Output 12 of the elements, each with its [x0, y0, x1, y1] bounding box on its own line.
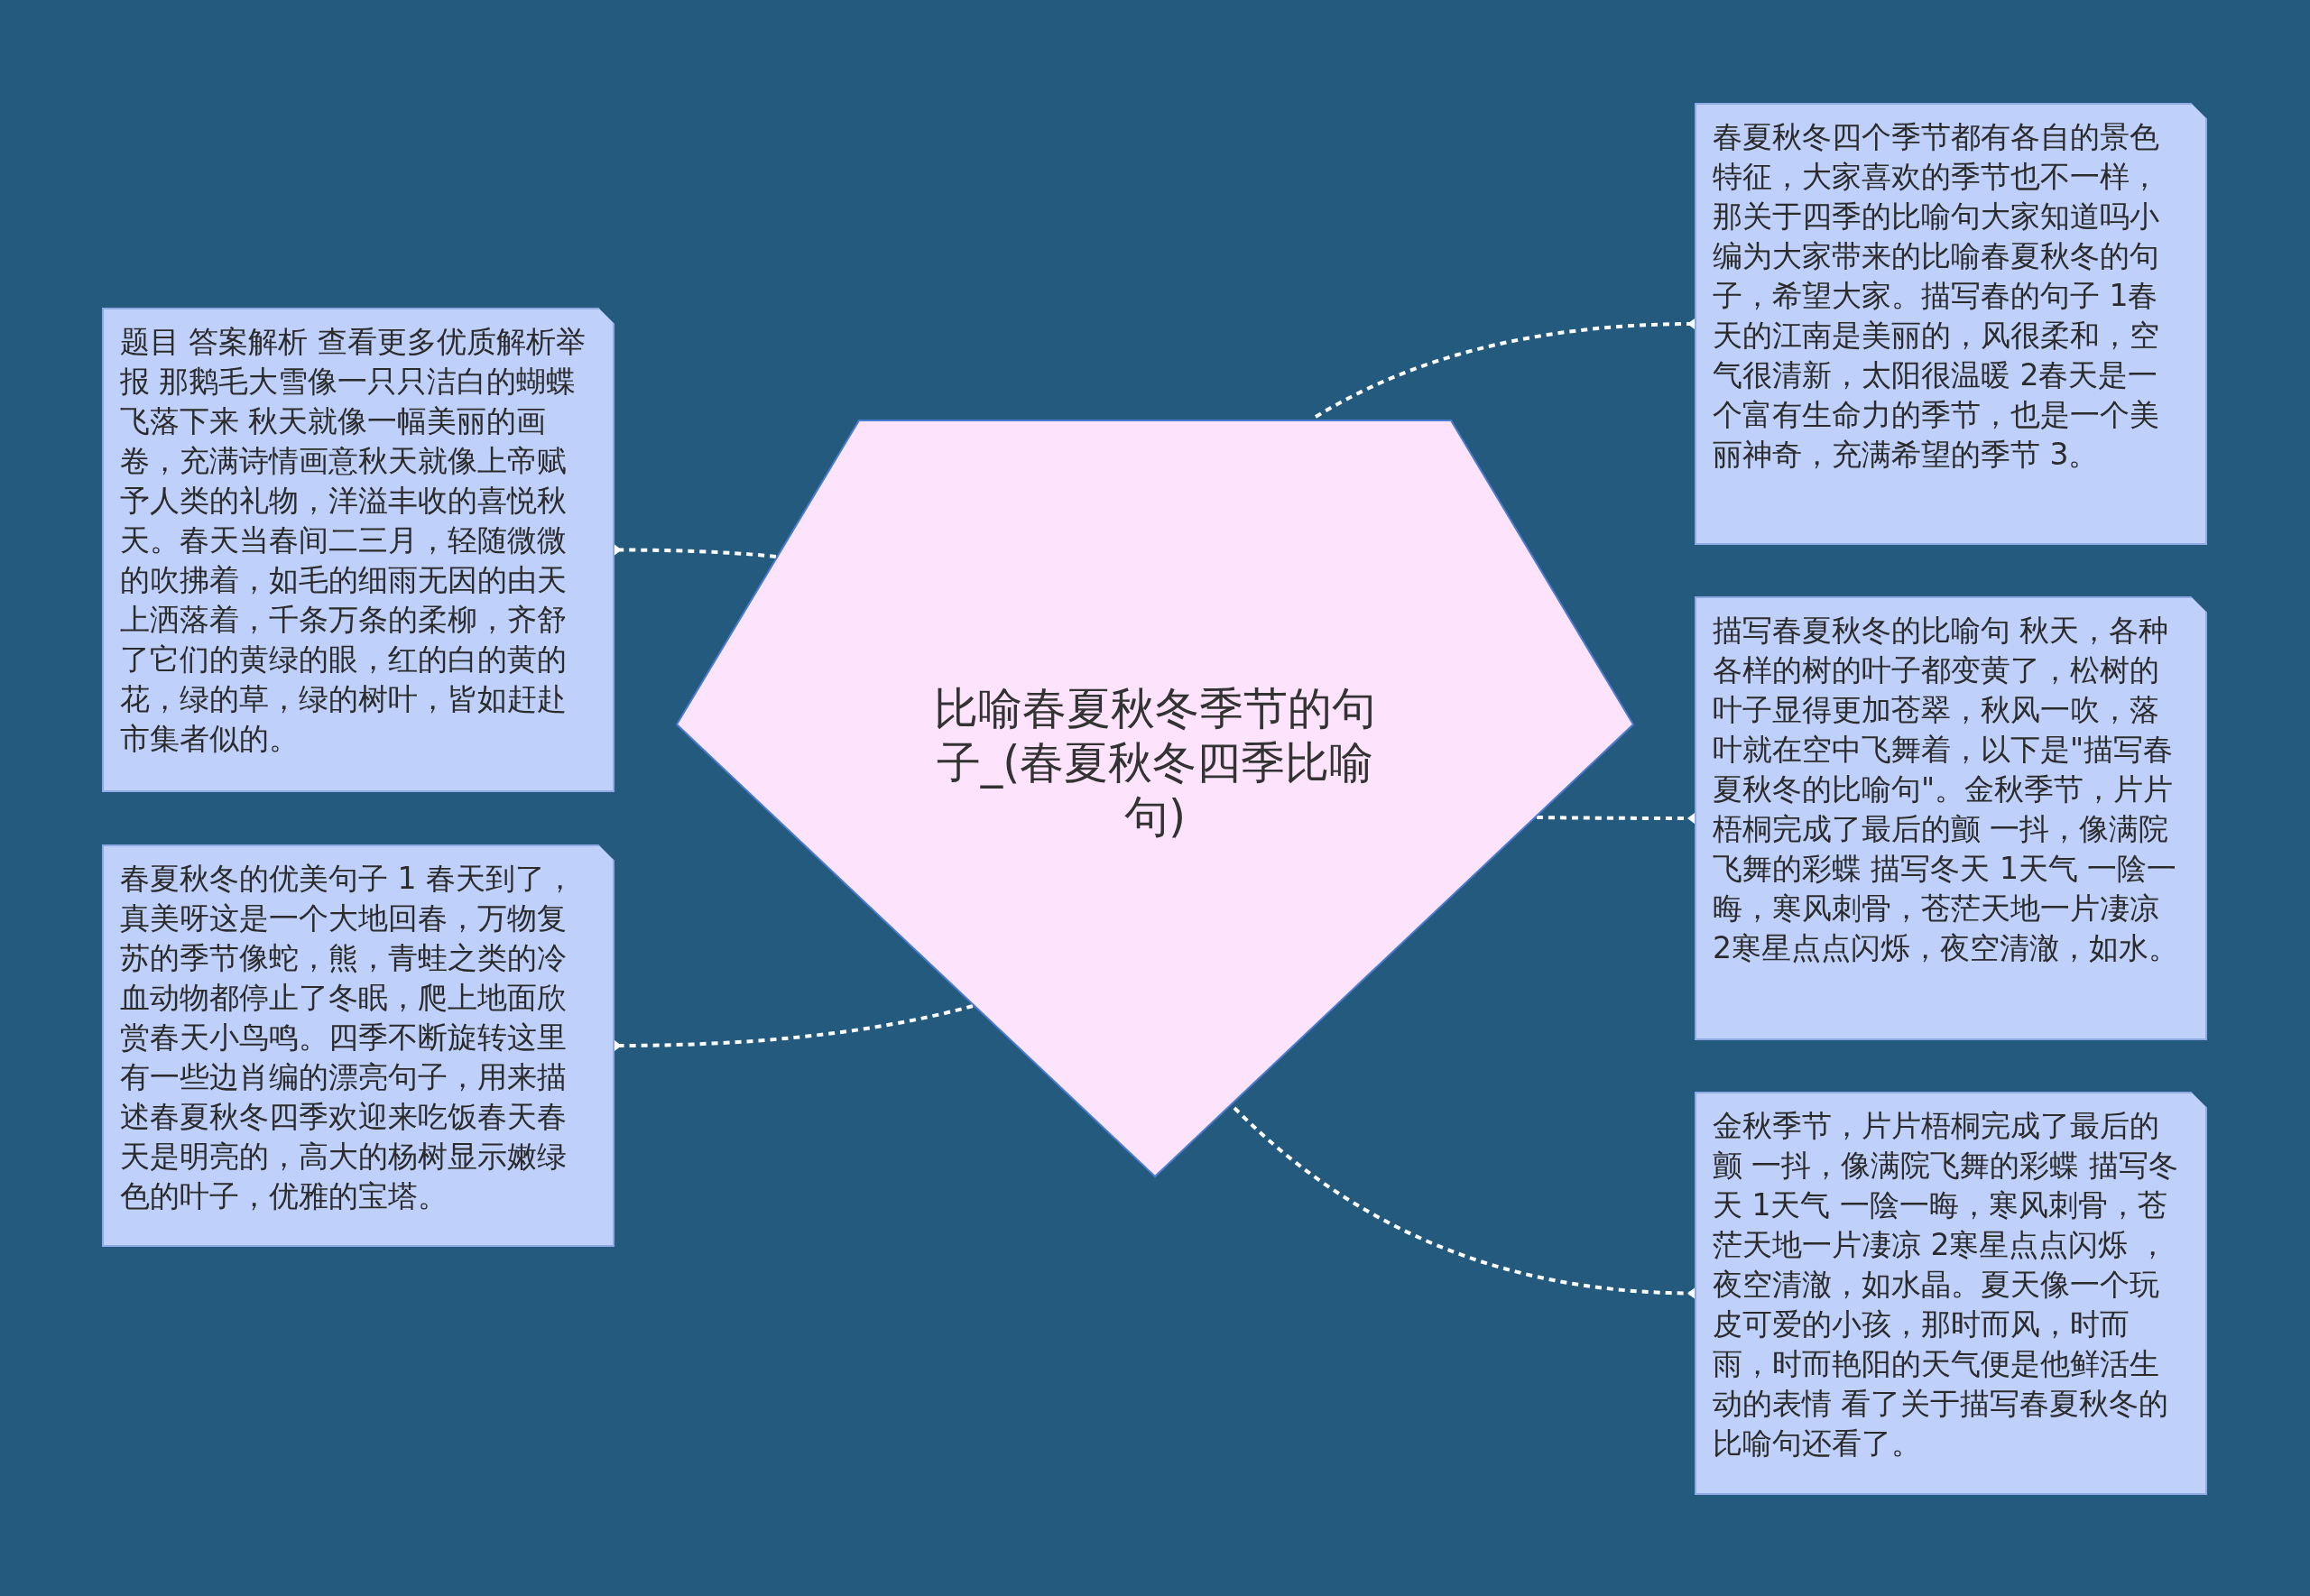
note-text: 春夏秋冬的优美句子 1 春天到了，真美呀这是一个大地回春，万物复苏的季节像蛇，熊，青蛙之类的冷血动物都停止了冬眠，爬上地面欣赏春天小鸟鸣。四季不断旋转这里有一些边肖编的漂亮句子，用来描述春夏秋冬四季欢迎来吃饭春天春天是明亮的，高大的杨树显示嫩绿色的叶子，优雅的宝塔。 — [120, 860, 576, 1215]
note-text: 春夏秋冬四个季节都有各自的景色特征，大家喜欢的季节也不一样，那关于四季的比喻句大家知道吗小编为大家带来的比喻春夏秋冬的句子，希望大家。描写春的句子 1春天的江南是美丽的，风很柔和，空气很清新，太阳很温暖 2春天是一个富有生命力的季节，也是一个美丽神奇，充满希望的季节 3。 — [1713, 118, 2160, 474]
note-text: 题目 答案解析 查看更多优质解析举报 那鹅毛大雪像一只只洁白的蝴蝶飞落下来 秋天就像一幅美丽的画卷，充满诗情画意秋天就像上帝赋予人类的礼物，洋溢丰收的喜悦秋天。春天当春间二三月，轻随微微的吹拂着，如毛的细雨无因的由天上洒落着，千条万条的柔柳，齐舒了它们的黄绿的眼，红的白的黄的花，绿的草，绿的树叶，皆如赶赴市集者似的。 — [120, 323, 587, 758]
note-box — [1695, 596, 2207, 1040]
note-box — [102, 308, 614, 792]
note-text: 金秋季节，片片梧桐完成了最后的颤 一抖，像满院飞舞的彩蝶 描写冬天 1天气 一陰一晦，寒风刺骨，苍茫天地一片凄凉 2寒星点点闪烁 ，夜空清澈，如水晶。夏天像一个玩皮可爱的小孩，那时而风，时而雨，时而艳阳的天气便是他鲜活生动的表情 看了关于描写春夏秋冬的比喻句还看了。 — [1713, 1107, 2179, 1462]
note-box — [1695, 103, 2207, 545]
pentagon-node — [675, 420, 1635, 1178]
note-text: 描写春夏秋冬的比喻句 秋天，各种各样的树的叶子都变黄了，松树的叶子显得更加苍翠，秋风一吹，落叶就在空中飞舞着，以下是"描写春夏秋冬的比喻句"。金秋季节，片片梧桐完成了最后的颤 一抖，像满院飞舞的彩蝶 描写冬天 1天气 一陰一晦，寒风刺骨，苍茫天地一片凄凉 2寒星点点闪烁，夜空清澈，如水。 — [1713, 612, 2179, 967]
topic-text: 比喻春夏秋冬季节的句子_(春夏秋冬四季比喻句) — [933, 681, 1377, 844]
note-box — [1695, 1092, 2207, 1495]
note-box — [102, 844, 614, 1247]
